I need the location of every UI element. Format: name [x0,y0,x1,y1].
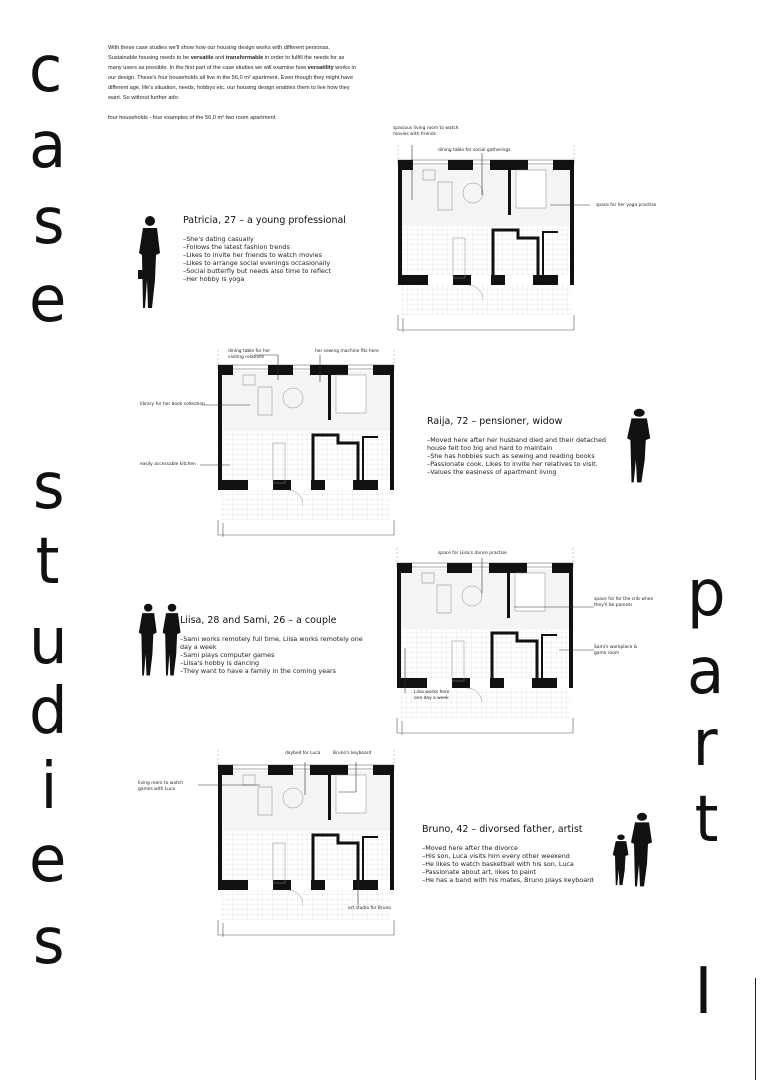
floorplan-raija [200,350,396,539]
persona-bullet: –She's dating casually [183,235,254,243]
emphasis: versatility [307,65,334,71]
divider-line [755,978,756,1080]
persona-bullet: –They want to have a family in the comin… [180,667,337,675]
plan-label: spacious living room to watch movies wit… [393,126,459,137]
plan-label: Sami's workplace & game room [594,645,638,656]
persona-liisa-sami: Liisa, 28 and Sami, 26 – a couple –Sami … [180,615,375,675]
persona-bullet: –His son, Luca visits him every other we… [422,852,570,860]
plan-label: Bruno's keyboard [333,751,372,756]
plan-label: space for Liisa's dance practise [438,551,507,556]
plan-label: easily accessable kitchen [140,462,196,467]
title-letter: s [32,905,65,979]
person-silhouette-icon [627,408,651,483]
plan-label: her sewing machine fits here [315,349,379,354]
persona-name: Bruno, 42 – divorsed father, artist [422,824,583,835]
persona-bullet: –Liisa's hobby is dancing [180,659,260,667]
plan-label: art studio for Bruno [348,906,391,911]
emphasis: versatile [190,55,214,61]
emphasis: transformable [225,55,264,61]
plan-label: dining table for her visiting relatives [228,349,271,360]
person-silhouette-icon [138,216,160,308]
title-letter: e [28,823,67,897]
title-letter: t [35,525,60,599]
persona-bullet: –Sami works remotely full time, Liisa wo… [180,635,363,651]
persona-bruno: Bruno, 42 – divorsed father, artist –Mov… [422,824,612,884]
title-letter: a [28,109,67,183]
persona-name: Raija, 72 – pensioner, widow [427,416,563,427]
persona-name: Patricia, 27 – a young professional [183,215,346,226]
title-letter: c [28,33,63,107]
persona-bullet: –Passionate about art, likes to paint [422,868,537,876]
title-letter: u [29,605,68,679]
persona-patricia: Patricia, 27 – a young professional –She… [183,215,383,283]
intro-text-part: works in our design. These's four househ… [108,65,356,101]
persona-bullet: –Values the easiness of apartment living [427,468,557,476]
persona-bullet: –He has a band with his mates, Bruno pla… [422,876,594,884]
title-letter: s [32,450,65,524]
floorplan-liisa-sami [395,548,594,737]
plan-label: dining table for social gatherings [438,148,511,153]
title-letter: i [40,750,58,824]
intro-text-part: in order to fulfill the needs for as man… [108,55,345,71]
persona-bullet: –Follows the latest fashion trends [183,243,290,251]
persona-bullet: –Moved here after her husband died and t… [427,436,606,452]
persona-bullet: –Likes to arrange social evenings occasi… [183,259,331,267]
intro-text-part: and [213,55,226,61]
title-letter: I [694,955,713,1029]
title-letter: d [29,675,68,749]
title-letter: t [694,783,719,857]
title-letter: s [32,185,65,259]
floorplan-bruno [198,750,396,939]
persona-bullet: –Passionate cook. Likes to invite her re… [427,460,598,468]
title-letter: a [686,635,725,709]
intro-text-part: With these case studies we'll show how o… [108,45,331,61]
persona-name: Liisa, 28 and Sami, 26 – a couple [180,615,337,626]
persona-bullet: –Her hobby is yoga [183,275,245,283]
intro-text: With these case studies we'll show how o… [108,43,358,123]
title-letter: r [692,707,718,781]
plan-label: daybed for Luca [285,751,321,756]
plan-label: space for her yoga practise [596,203,657,208]
title-letter: e [28,263,67,337]
plan-label: Liisa works here one day a week [414,690,450,701]
father-son-silhouette-icon [612,812,652,887]
plan-label: living room to watch games with Luca [138,781,183,792]
persona-bullet: –He likes to watch basketball with his s… [422,860,574,868]
intro-subtitle: four households - four examples of the 5… [108,115,276,121]
persona-bullet: –Likes to invite her friends to watch mo… [183,251,322,259]
persona-bullet: –Social butterfly but needs also time to… [183,267,331,275]
plan-label: library for her book collection [140,402,205,407]
title-letter: p [687,557,726,631]
persona-bullet: –Sami plays computer games [180,651,275,659]
plan-label: space for for the crib when they'll be p… [594,597,654,608]
persona-raija: Raija, 72 – pensioner, widow –Moved here… [427,416,612,476]
persona-bullet: –She has hobbies such as sewing and read… [427,452,595,460]
persona-bullet: –Moved here after the divorce [422,844,518,852]
floorplan-patricia [396,145,590,334]
